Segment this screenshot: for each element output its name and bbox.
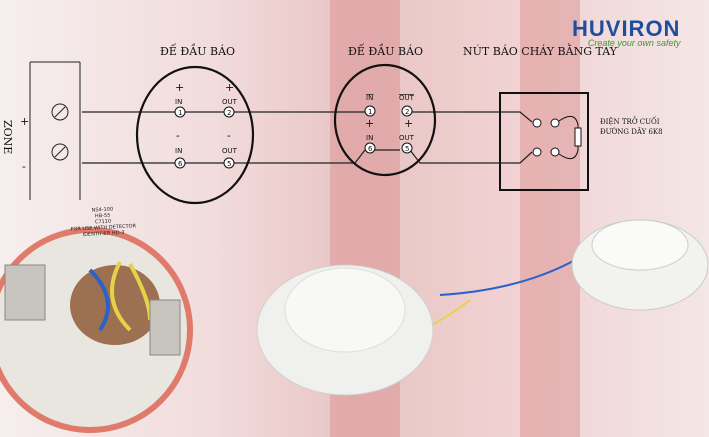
- call-point-title: NÚT BÁO CHÁY BẰNG TAY: [463, 43, 618, 58]
- diagram-shape: [550, 147, 560, 157]
- resistor-note-2: ĐƯỜNG DÂY 6K8: [600, 127, 663, 136]
- diagram-text: 6: [368, 145, 373, 153]
- detector-base-2: [333, 63, 437, 177]
- diagram-shape: [284, 267, 406, 353]
- diagram-shape: [88, 268, 110, 332]
- diagram-text: +: [225, 81, 234, 94]
- background-pipe: [520, 0, 580, 437]
- diagram-text: 2: [405, 108, 409, 116]
- diagram-shape: [174, 106, 186, 118]
- diagram-shape: [532, 147, 542, 157]
- diagram-shape: [223, 106, 235, 118]
- brand-logo: HUVIRON Create your own safety: [572, 16, 680, 48]
- zone-terminal-plus: [51, 103, 69, 121]
- diagram-shape: [364, 105, 376, 117]
- diagram-text: IN: [366, 94, 373, 102]
- diagram-shape: [364, 142, 376, 154]
- diagram-shape: [574, 127, 582, 147]
- diagram-text: IN: [175, 147, 182, 155]
- diagram-shape: [401, 105, 413, 117]
- manual-call-point-box: [499, 92, 589, 191]
- zone-label: ZONE: [1, 120, 14, 154]
- base2-title: ĐẾ ĐẦU BÁO: [348, 43, 423, 58]
- diagram-text: OUT: [399, 94, 415, 102]
- zone-terminal-minus: [51, 143, 69, 161]
- diagram-shape: [54, 146, 66, 158]
- diagram-text: +: [175, 81, 184, 94]
- wire-plus: [82, 107, 533, 123]
- diagram-text: 5: [405, 145, 409, 153]
- diagram-text: 5: [227, 160, 231, 168]
- diagram-shape: [439, 259, 576, 296]
- diagram-shape: [223, 157, 235, 169]
- diagram-shape: [550, 118, 560, 128]
- base-product-label: NS4-100 HB-55 C7110 FOR USE WITH DETECTO…: [67, 205, 138, 239]
- diagram-shape: [401, 142, 413, 154]
- diagram-shape: ZONE: [1, 120, 14, 154]
- zone-minus: -: [22, 160, 26, 173]
- diagram-text: OUT: [222, 98, 238, 106]
- zone-plus: +: [20, 115, 29, 128]
- diagram-text: 6: [178, 160, 183, 168]
- brand-tagline: Create your own safety: [587, 38, 681, 48]
- diagram-shape: [54, 106, 66, 118]
- diagram-text: -: [227, 129, 231, 142]
- diagram-text: IN: [366, 134, 373, 142]
- diagram-text: +: [365, 117, 374, 130]
- diagram-text: 2: [227, 109, 231, 117]
- detector-base-1: [135, 65, 255, 205]
- diagram-text: IN: [175, 98, 182, 106]
- diagram-text: 1: [178, 109, 182, 117]
- wire-minus: [82, 149, 533, 164]
- diagram-text: -: [176, 129, 180, 142]
- diagram-shape: [110, 261, 132, 332]
- diagram-text: +: [404, 117, 413, 130]
- diagram-shape: [532, 118, 542, 128]
- diagram-text: 1: [368, 108, 372, 116]
- diagram-shape: [174, 157, 186, 169]
- diagram-text: OUT: [399, 134, 415, 142]
- base1-title: ĐẾ ĐẦU BÁO: [160, 43, 235, 58]
- diagram-shape: [4, 264, 46, 321]
- diagram-shape: [591, 219, 689, 271]
- brand-name: HUVIRON: [572, 16, 681, 41]
- diagram-text: OUT: [222, 147, 238, 155]
- diagram-shape: [149, 299, 181, 356]
- zone-panel: [29, 61, 81, 200]
- resistor-note-1: ĐIỆN TRỞ CUỐI: [600, 116, 660, 126]
